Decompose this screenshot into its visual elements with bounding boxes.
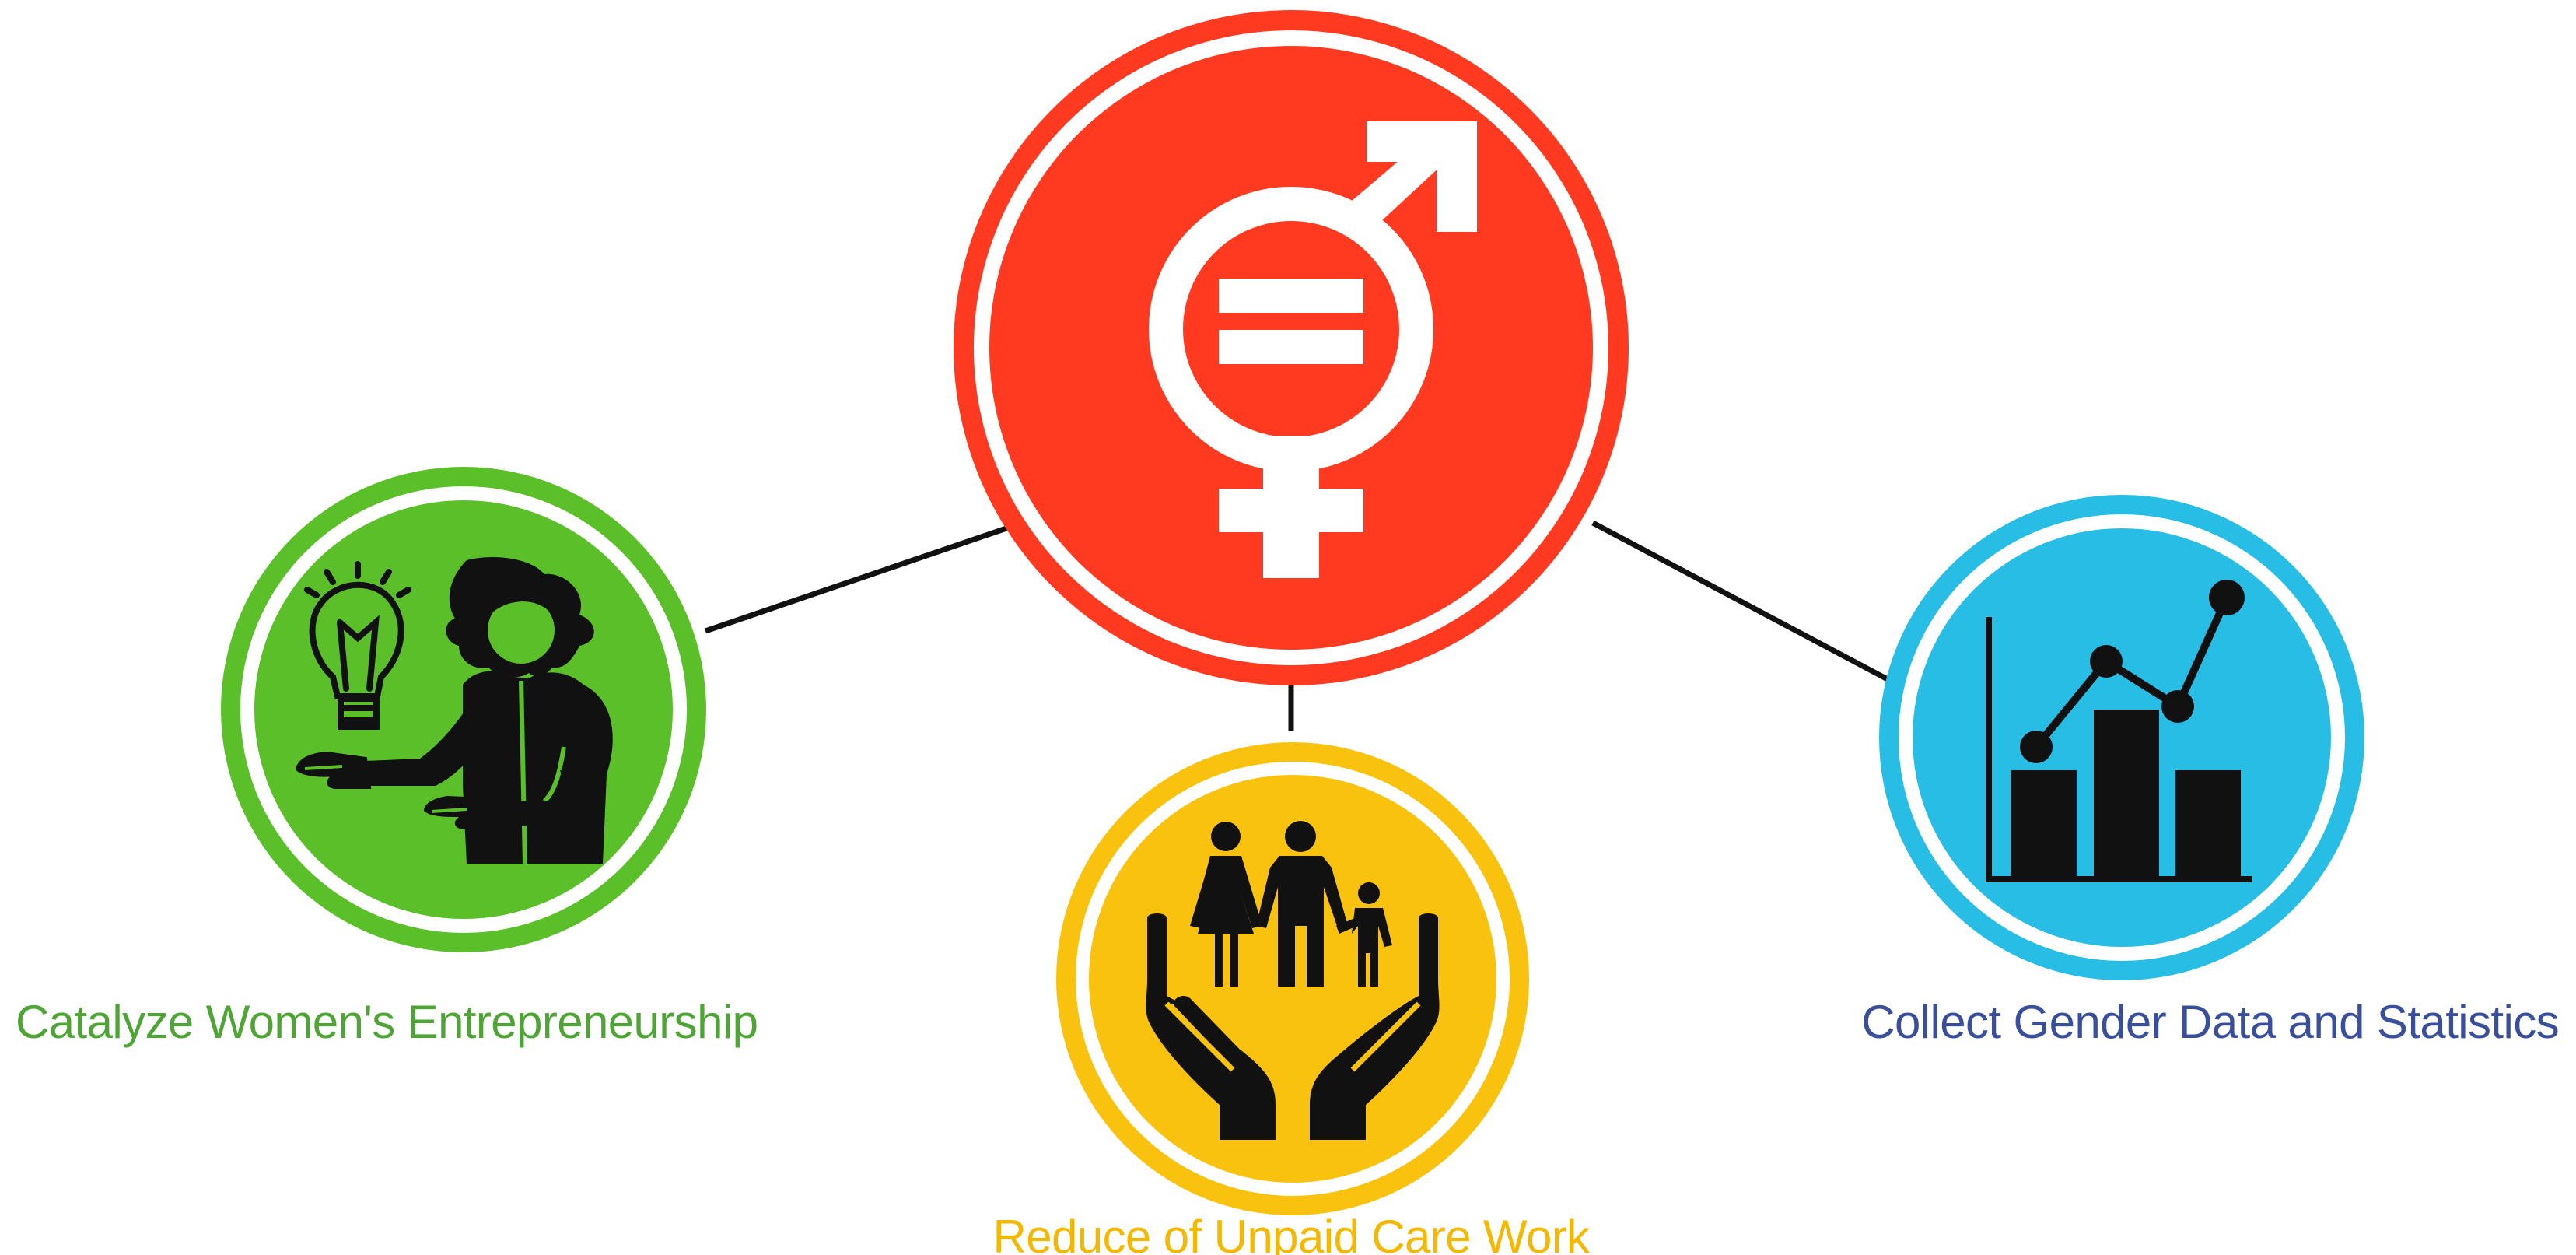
node-data (1879, 495, 2364, 980)
label-care-work: Reduce of Unpaid Care Work (992, 1211, 1591, 1255)
node-entrepreneurship (221, 467, 706, 952)
center-node (954, 10, 1629, 685)
family-in-hands-icon (1146, 821, 1440, 1140)
gender-equality-icon (1149, 121, 1477, 578)
label-entrepreneurship: Catalyze Women's Entrepreneurship (16, 996, 758, 1048)
connector-left (704, 525, 1008, 634)
node-care-work (1056, 742, 1529, 1215)
bar-line-chart-icon (1986, 580, 2252, 882)
connector-right (1591, 520, 1899, 688)
woman-presenting-idea-icon (295, 556, 613, 864)
label-data: Collect Gender Data and Statistics (1861, 996, 2559, 1048)
